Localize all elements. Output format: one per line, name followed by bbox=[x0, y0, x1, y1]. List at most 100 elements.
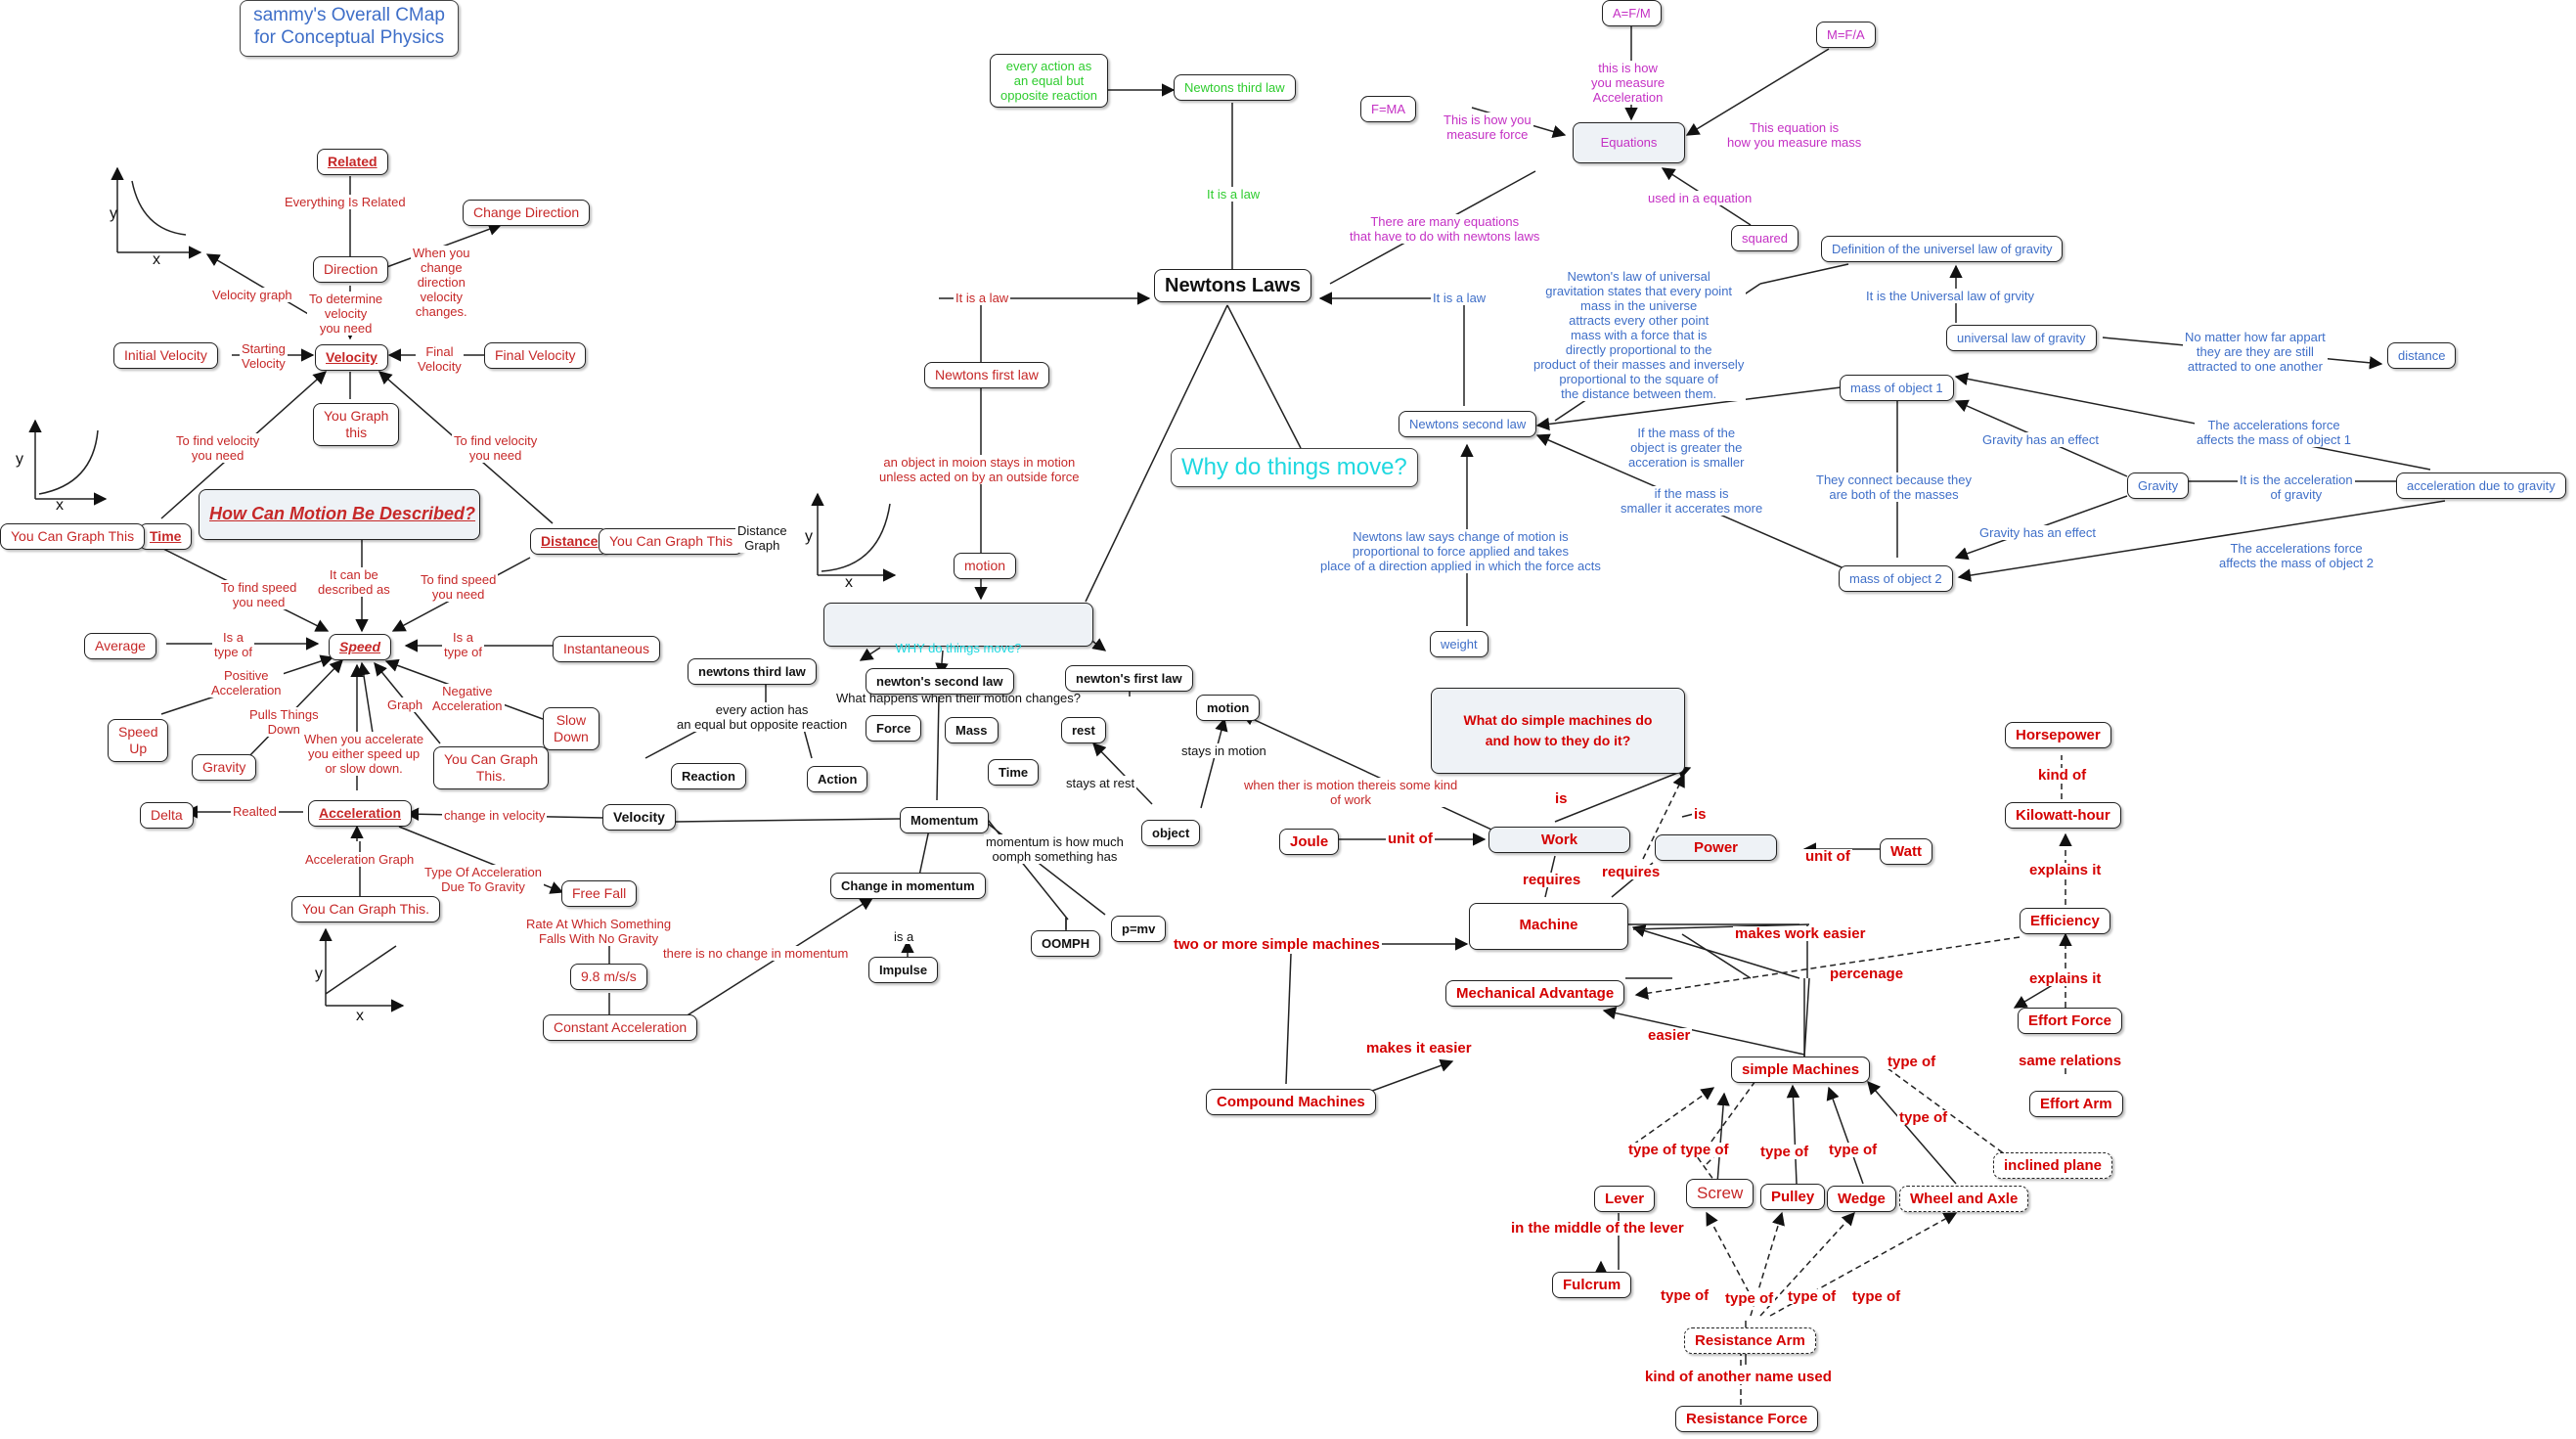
node-def-universal[interactable]: Definition of the universel law of gravi… bbox=[1821, 236, 2064, 262]
node-joule[interactable]: Joule bbox=[1279, 829, 1340, 855]
node-power[interactable]: Power bbox=[1655, 834, 1777, 861]
node-impulse[interactable]: Impulse bbox=[868, 957, 939, 983]
axis-label-x-distance: x bbox=[845, 574, 853, 591]
node-screw[interactable]: Screw bbox=[1686, 1179, 1754, 1208]
node-time-left[interactable]: Time bbox=[139, 523, 193, 550]
node-final-velocity[interactable]: Final Velocity bbox=[484, 342, 587, 369]
node-average[interactable]: Average bbox=[84, 633, 156, 659]
node-gravity-left[interactable]: Gravity bbox=[192, 754, 257, 781]
node-weight[interactable]: weight bbox=[1430, 631, 1488, 657]
label-distance-graph: Distance Graph bbox=[735, 523, 789, 553]
node-speed[interactable]: Speed bbox=[329, 634, 392, 660]
label-to-find-velocity-left: To find velocity you need bbox=[174, 433, 262, 463]
node-rest[interactable]: rest bbox=[1061, 717, 1106, 743]
node-gravity-blue[interactable]: Gravity bbox=[2127, 472, 2190, 499]
node-effort-arm[interactable]: Effort Arm bbox=[2029, 1091, 2123, 1117]
node-motion-red[interactable]: motion bbox=[954, 553, 1017, 579]
node-distance-blue[interactable]: distance bbox=[2387, 342, 2457, 369]
node-related[interactable]: Related bbox=[317, 149, 388, 175]
label-unit-of-1: unit of bbox=[1386, 831, 1435, 847]
node-why-things-move-box[interactable]: WHY do things move? What happens when th… bbox=[823, 603, 1093, 705]
node-momentum[interactable]: Momentum bbox=[900, 807, 990, 833]
label-two-or-more: two or more simple machines bbox=[1172, 936, 1382, 953]
node-work[interactable]: Work bbox=[1488, 827, 1630, 853]
node-acc-due-gravity[interactable]: acceleration due to gravity bbox=[2396, 472, 2566, 499]
node-fma[interactable]: F=MA bbox=[1360, 96, 1417, 122]
node-equations[interactable]: Equations bbox=[1573, 122, 1685, 163]
label-everything-related: Everything Is Related bbox=[283, 195, 408, 209]
node-afm[interactable]: A=F/M bbox=[1602, 0, 1662, 26]
node-acceleration[interactable]: Acceleration bbox=[308, 800, 413, 827]
node-simple-machines[interactable]: simple Machines bbox=[1731, 1057, 1871, 1083]
node-you-can-graph-this-time[interactable]: You Can Graph This bbox=[0, 523, 146, 550]
node-lever[interactable]: Lever bbox=[1594, 1186, 1656, 1212]
node-mass[interactable]: Mass bbox=[945, 717, 999, 743]
node-every-action[interactable]: every action as an equal but opposite re… bbox=[990, 54, 1109, 108]
node-reaction[interactable]: Reaction bbox=[671, 763, 746, 789]
node-why-do-things-move[interactable]: Why do things move? bbox=[1171, 448, 1418, 487]
node-delta[interactable]: Delta bbox=[140, 802, 194, 829]
node-how-can-motion[interactable]: How Can Motion Be Described? bbox=[199, 489, 480, 540]
node-resistance-arm[interactable]: Resistance Arm bbox=[1684, 1327, 1816, 1354]
node-action[interactable]: Action bbox=[807, 766, 868, 792]
node-nine-eight[interactable]: 9.8 m/s/s bbox=[570, 964, 647, 990]
node-newtons-third-law-b[interactable]: newtons third law bbox=[688, 658, 817, 685]
node-resistance-force[interactable]: Resistance Force bbox=[1675, 1406, 1819, 1432]
node-motion-b[interactable]: motion bbox=[1196, 695, 1261, 721]
label-acc-force-1: The accelerations force affects the mass… bbox=[2195, 418, 2354, 447]
node-inclined-plane[interactable]: inclined plane bbox=[1993, 1152, 2113, 1179]
node-newtons-laws[interactable]: Newtons Laws bbox=[1154, 269, 1311, 302]
node-pulley[interactable]: Pulley bbox=[1760, 1184, 1826, 1210]
label-object-stays: an object in moion stays in motion unles… bbox=[877, 455, 1082, 484]
node-velocity-main[interactable]: Velocity bbox=[315, 344, 388, 371]
label-every-action-has: every action has an equal but opposite r… bbox=[675, 702, 850, 732]
node-mfa[interactable]: M=F/A bbox=[1816, 22, 1876, 48]
label-type-of-2: type of bbox=[1897, 1109, 1950, 1126]
node-you-can-graph-this-speed[interactable]: You Can Graph This. bbox=[433, 746, 549, 789]
node-constant-acceleration[interactable]: Constant Acceleration bbox=[543, 1014, 698, 1041]
node-free-fall[interactable]: Free Fall bbox=[561, 880, 638, 907]
node-machine[interactable]: Machine bbox=[1469, 903, 1628, 950]
node-newtons-third-law[interactable]: Newtons third law bbox=[1174, 74, 1296, 101]
node-efficiency[interactable]: Efficiency bbox=[2020, 908, 2110, 934]
node-time-mid[interactable]: Time bbox=[988, 759, 1040, 786]
node-change-in-momentum[interactable]: Change in momentum bbox=[830, 873, 986, 899]
node-effort-force[interactable]: Effort Force bbox=[2018, 1008, 2123, 1034]
node-mechanical-advantage[interactable]: Mechanical Advantage bbox=[1445, 980, 1625, 1007]
node-wedge[interactable]: Wedge bbox=[1827, 1186, 1896, 1212]
node-newtons-first-law[interactable]: Newtons first law bbox=[924, 362, 1049, 388]
node-initial-velocity[interactable]: Initial Velocity bbox=[113, 342, 218, 369]
node-you-graph-this[interactable]: You Graph this bbox=[313, 403, 400, 446]
node-universal-law[interactable]: universal law of gravity bbox=[1946, 325, 2097, 351]
node-squared[interactable]: squared bbox=[1731, 225, 1799, 251]
node-direction[interactable]: Direction bbox=[313, 256, 389, 283]
node-newtons-first-law-b[interactable]: newton's first law bbox=[1065, 665, 1193, 692]
graph-distance bbox=[811, 492, 897, 582]
node-fulcrum[interactable]: Fulcrum bbox=[1552, 1272, 1632, 1298]
label-rate-at-which: Rate At Which Something Falls With No Gr… bbox=[524, 917, 674, 946]
node-horsepower[interactable]: Horsepower bbox=[2005, 722, 2111, 748]
node-distance[interactable]: Distance bbox=[530, 528, 609, 555]
node-change-direction[interactable]: Change Direction bbox=[463, 200, 591, 226]
node-you-can-graph-this-distance[interactable]: You Can Graph This bbox=[599, 528, 744, 555]
label-makes-it-easier: makes it easier bbox=[1364, 1040, 1474, 1057]
node-compound-machines[interactable]: Compound Machines bbox=[1206, 1089, 1376, 1115]
node-kilowatt-hour[interactable]: Kilowatt-hour bbox=[2005, 802, 2121, 829]
label-this-is-how-acc: this is how you measure Acceleration bbox=[1589, 61, 1667, 105]
node-force[interactable]: Force bbox=[866, 715, 922, 742]
node-oomph[interactable]: OOMPH bbox=[1031, 930, 1101, 957]
node-p-mv[interactable]: p=mv bbox=[1111, 916, 1167, 942]
node-velocity-mid[interactable]: Velocity bbox=[602, 804, 676, 831]
node-watt[interactable]: Watt bbox=[1880, 838, 1932, 865]
node-newtons-second-law[interactable]: Newtons second law bbox=[1399, 411, 1537, 437]
node-instantaneous[interactable]: Instantaneous bbox=[553, 636, 660, 662]
node-newtons-second-law-b[interactable]: newton's second law bbox=[866, 668, 1014, 695]
node-mass-object-1[interactable]: mass of object 1 bbox=[1840, 375, 1954, 401]
node-mass-object-2[interactable]: mass of object 2 bbox=[1839, 565, 1953, 592]
node-speed-up[interactable]: Speed Up bbox=[108, 719, 169, 762]
node-what-do-simple[interactable]: What do simple machines do and how to th… bbox=[1431, 688, 1685, 774]
node-you-can-graph-this-acc[interactable]: You Can Graph This. bbox=[291, 896, 440, 922]
node-object[interactable]: object bbox=[1141, 820, 1201, 846]
node-wheel-axle[interactable]: Wheel and Axle bbox=[1899, 1186, 2029, 1212]
node-slow-down[interactable]: Slow Down bbox=[543, 707, 600, 750]
